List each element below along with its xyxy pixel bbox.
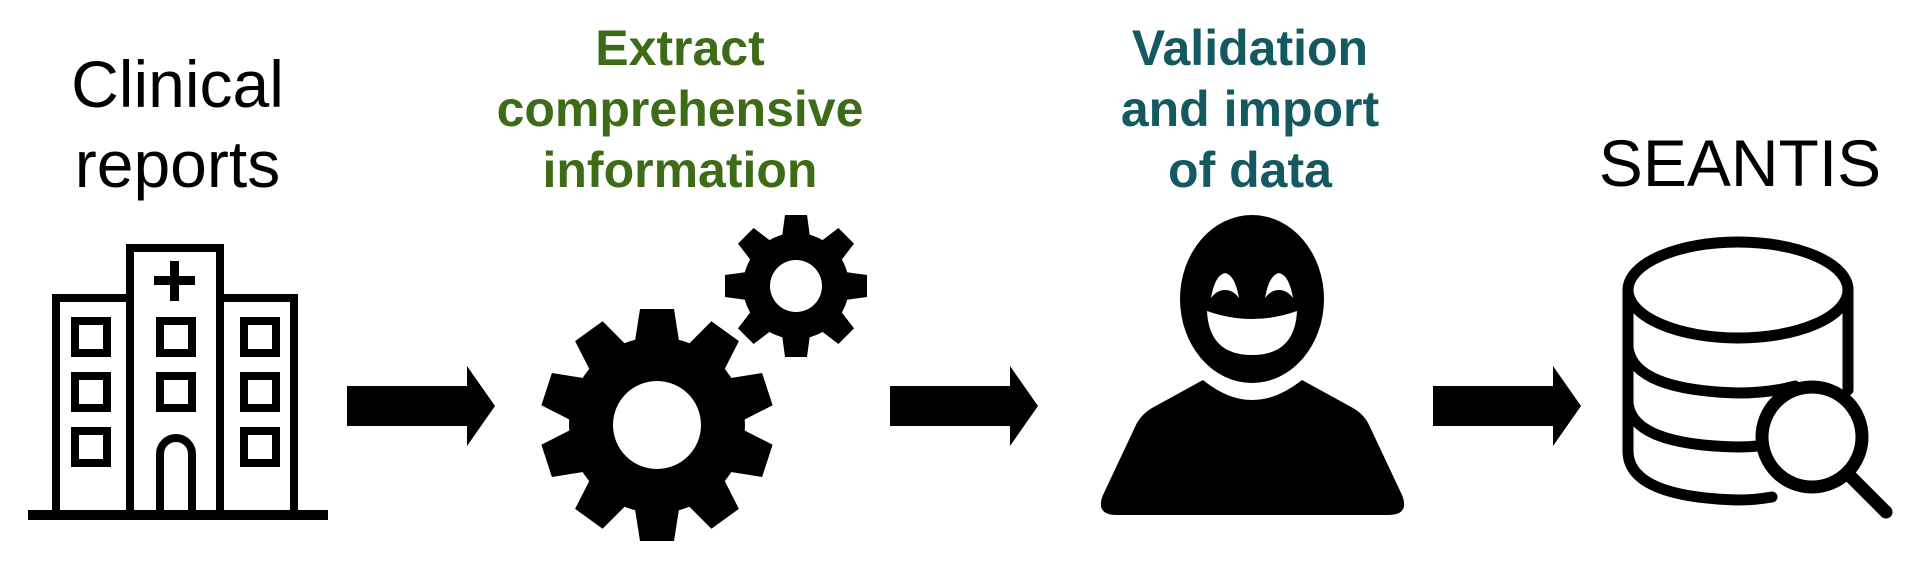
- step-label-clinical-reports: Clinical reports: [35, 44, 320, 204]
- person-icon: [1100, 215, 1405, 515]
- step-label-line: Clinical: [71, 47, 284, 121]
- step-label-line: of data: [1168, 142, 1332, 198]
- step-label-line: information: [542, 142, 818, 198]
- step-label-line: Extract: [595, 20, 765, 76]
- step-label-line: Validation: [1131, 20, 1369, 76]
- arrow-right-icon: [1433, 366, 1581, 446]
- step-label-extract: Extract comprehensive information: [470, 18, 890, 201]
- gears-icon: [541, 215, 867, 541]
- arrow-right-icon: [890, 366, 1038, 446]
- arrow-right-icon: [347, 366, 495, 446]
- database-search-icon: [1622, 236, 1893, 519]
- step-label-line: reports: [74, 127, 281, 201]
- step-label-validation: Validation and import of data: [1090, 18, 1410, 201]
- step-label-line: and import: [1120, 81, 1380, 137]
- hospital-icon: [28, 244, 328, 520]
- step-label-line: comprehensive: [496, 81, 864, 137]
- step-label-seantis: SEANTIS: [1580, 123, 1900, 203]
- step-label-line: SEANTIS: [1598, 126, 1882, 200]
